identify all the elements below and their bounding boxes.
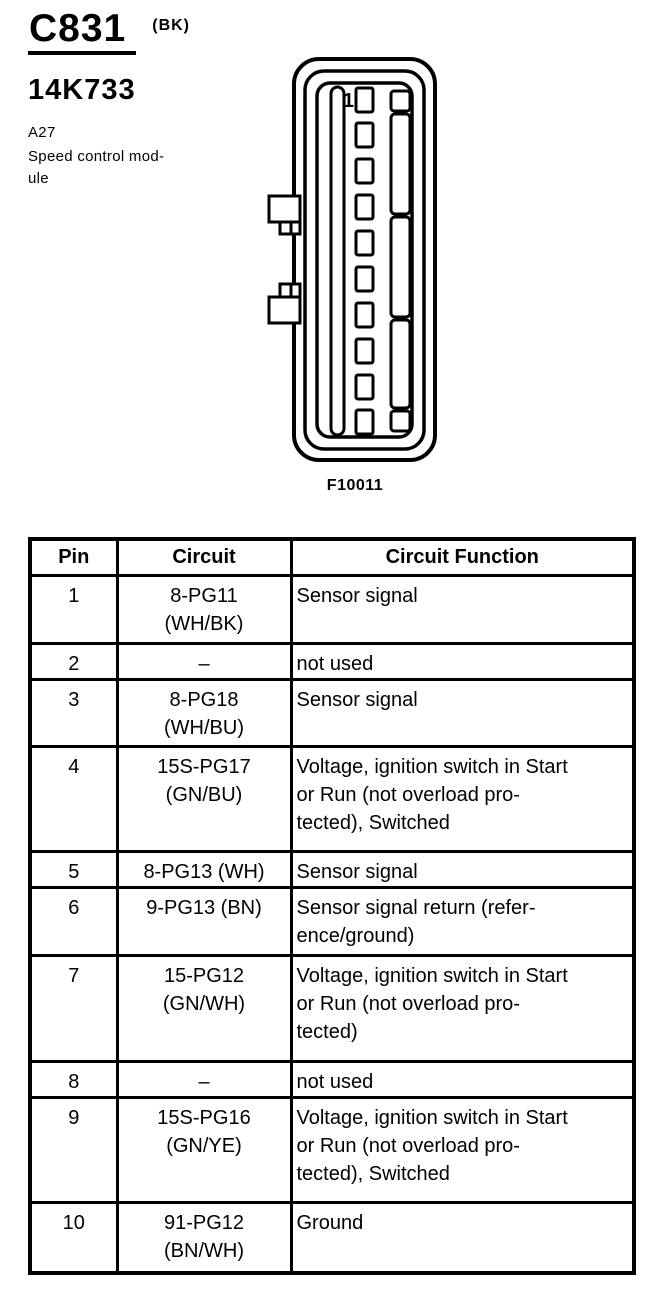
component-name: Speed control mod- ule	[28, 148, 165, 187]
pin-slot-2	[354, 121, 375, 149]
latch-channel-2	[389, 215, 412, 319]
latch-slot-bottom	[389, 409, 412, 433]
pin-cell: 3	[28, 678, 119, 748]
connector-pin1-label: 1	[343, 90, 354, 112]
table-row: 10 91-PG12 (BN/WH) Ground	[28, 1201, 636, 1274]
circuit-function-cell: Voltage, ignition switch in Start or Run…	[289, 745, 636, 853]
connector-key-slot	[329, 85, 346, 437]
circuit-function-cell: Sensor signal	[289, 574, 636, 645]
circuit-cell: 8-PG13 (WH)	[115, 850, 293, 889]
circuit-cell: 15S-PG17 (GN/BU)	[115, 745, 293, 853]
mount-tab-lower	[267, 295, 302, 325]
pinout-table: Pin Circuit Circuit Function 1 8-PG11 (W…	[28, 537, 636, 1275]
circuit-cell: 15S-PG16 (GN/YE)	[115, 1096, 293, 1204]
pin-slot-9	[354, 373, 375, 401]
latch-channel-1	[389, 112, 412, 216]
table-row: 8 – not used	[28, 1060, 636, 1099]
latch-slot-top	[389, 89, 412, 113]
pin-cell: 8	[28, 1060, 119, 1099]
pin-slot-8	[354, 337, 375, 365]
circuit-cell: –	[115, 642, 293, 681]
circuit-function-cell: Sensor signal	[289, 678, 636, 748]
header-circuit: Circuit	[115, 537, 293, 577]
circuit-cell: 8-PG18 (WH/BU)	[115, 678, 293, 748]
pin-slot-3	[354, 157, 375, 185]
circuit-function-cell: not used	[289, 1060, 636, 1099]
pin-slot-1	[354, 86, 375, 114]
circuit-function-cell: Sensor signal return (refer- ence/ground…	[289, 886, 636, 957]
pin-cell: 10	[28, 1201, 119, 1274]
pin-cell: 7	[28, 954, 119, 1063]
circuit-cell: 15-PG12 (GN/WH)	[115, 954, 293, 1063]
pin-cell: 1	[28, 574, 119, 645]
table-row: 7 15-PG12 (GN/WH) Voltage, ignition swit…	[28, 954, 636, 1063]
figure-caption: F10011	[326, 477, 384, 494]
mount-tab-upper	[267, 194, 302, 224]
pin-cell: 5	[28, 850, 119, 889]
component-id: A27	[28, 124, 56, 141]
pin-slot-7	[354, 301, 375, 329]
table-row: 2 – not used	[28, 642, 636, 681]
pin-cell: 2	[28, 642, 119, 681]
circuit-cell: 8-PG11 (WH/BK)	[115, 574, 293, 645]
table-row: 1 8-PG11 (WH/BK) Sensor signal	[28, 574, 636, 645]
pin-slot-5	[354, 229, 375, 257]
pin-cell: 9	[28, 1096, 119, 1204]
pin-cell: 4	[28, 745, 119, 853]
pin-slot-6	[354, 265, 375, 293]
circuit-function-cell: not used	[289, 642, 636, 681]
table-row: 4 15S-PG17 (GN/BU) Voltage, ignition swi…	[28, 745, 636, 853]
table-row: 5 8-PG13 (WH) Sensor signal	[28, 850, 636, 889]
pin-slot-4	[354, 193, 375, 221]
table-row: 6 9-PG13 (BN) Sensor signal return (refe…	[28, 886, 636, 957]
pin-cell: 6	[28, 886, 119, 957]
table-row: 3 8-PG18 (WH/BU) Sensor signal	[28, 678, 636, 748]
circuit-function-cell: Ground	[289, 1201, 636, 1274]
pin-slot-10	[354, 408, 375, 436]
latch-channel-3	[389, 318, 412, 410]
circuit-cell: –	[115, 1060, 293, 1099]
circuit-cell: 9-PG13 (BN)	[115, 886, 293, 957]
header-circuit-function: Circuit Function	[289, 537, 636, 577]
table-row: 9 15S-PG16 (GN/YE) Voltage, ignition swi…	[28, 1096, 636, 1204]
connector-header: C831 (BK)	[28, 8, 190, 55]
circuit-cell: 91-PG12 (BN/WH)	[115, 1201, 293, 1274]
circuit-function-cell: Voltage, ignition switch in Start or Run…	[289, 954, 636, 1063]
circuit-function-cell: Sensor signal	[289, 850, 636, 889]
part-number: 14K733	[28, 74, 136, 106]
table-header-row: Pin Circuit Circuit Function	[28, 537, 636, 577]
circuit-function-cell: Voltage, ignition switch in Start or Run…	[289, 1096, 636, 1204]
connector-id: C831	[28, 8, 137, 55]
connector-color-code: (BK)	[152, 17, 190, 34]
header-pin: Pin	[28, 537, 119, 577]
connector-diagram: 1	[267, 57, 437, 462]
